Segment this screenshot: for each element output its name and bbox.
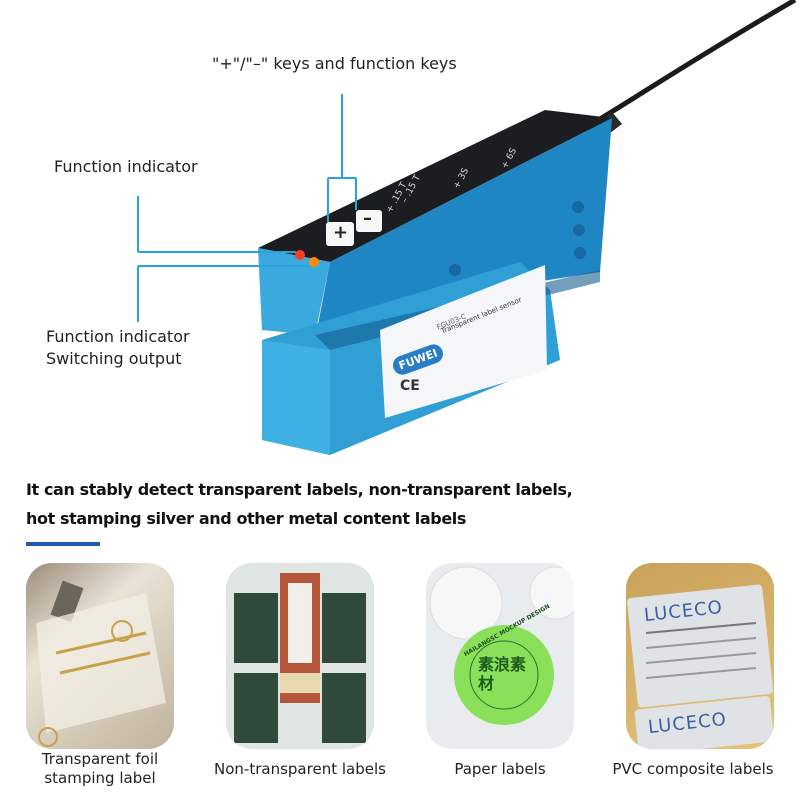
headline-line2: hot stamping silver and other metal cont… <box>26 509 466 528</box>
keys-annotation: "+"/"–" keys and function keys <box>212 54 457 73</box>
minus-key-label[interactable]: – <box>363 208 372 229</box>
ce-mark: CE <box>400 378 420 394</box>
caption-non-transparent: Non-transparent labels <box>214 760 386 778</box>
example-paper-labels: 素浪素材 HAILANGSC MOCKUP DESIGN <box>426 563 574 749</box>
headline: It can stably detect transparent labels,… <box>26 475 573 533</box>
foil-illustration <box>36 580 166 747</box>
minus-key <box>356 210 382 232</box>
paper-sticker-cn: 素浪素材 <box>478 655 527 693</box>
plus-key <box>326 222 354 246</box>
non-transparent-illustration <box>226 563 374 749</box>
sensor-illustration <box>137 0 797 455</box>
caption-paper-labels: Paper labels <box>454 760 546 778</box>
paper-illustration <box>429 566 574 725</box>
pvc-illustration <box>627 584 774 749</box>
orange-indicator-led <box>309 257 319 267</box>
caption-foil-line2: stamping label <box>44 769 156 787</box>
sensor-cable <box>588 0 797 128</box>
caption-pvc-labels: PVC composite labels <box>612 760 774 778</box>
caption-foil-line1: Transparent foil <box>41 750 159 768</box>
sensor-front-upper <box>258 248 330 335</box>
headline-line1: It can stably detect transparent labels,… <box>26 480 573 499</box>
headline-divider <box>26 542 100 546</box>
switching-output-annotation: Function indicator Switching output <box>46 326 190 370</box>
device-label-sticker <box>380 265 547 418</box>
function-indicator-annotation: Function indicator <box>54 157 198 176</box>
plus-key-label[interactable]: + <box>333 222 349 243</box>
example-pvc-labels: LUCECO LUCECO <box>626 563 774 749</box>
example-non-transparent <box>226 563 374 749</box>
switching-annotation-line2: Switching output <box>46 349 182 368</box>
caption-transparent-foil: Transparent foil stamping label <box>26 750 174 788</box>
example-transparent-foil <box>26 563 174 749</box>
sensor-side-face <box>315 118 612 340</box>
red-indicator-led <box>295 250 305 260</box>
switching-annotation-line1: Function indicator <box>46 327 190 346</box>
